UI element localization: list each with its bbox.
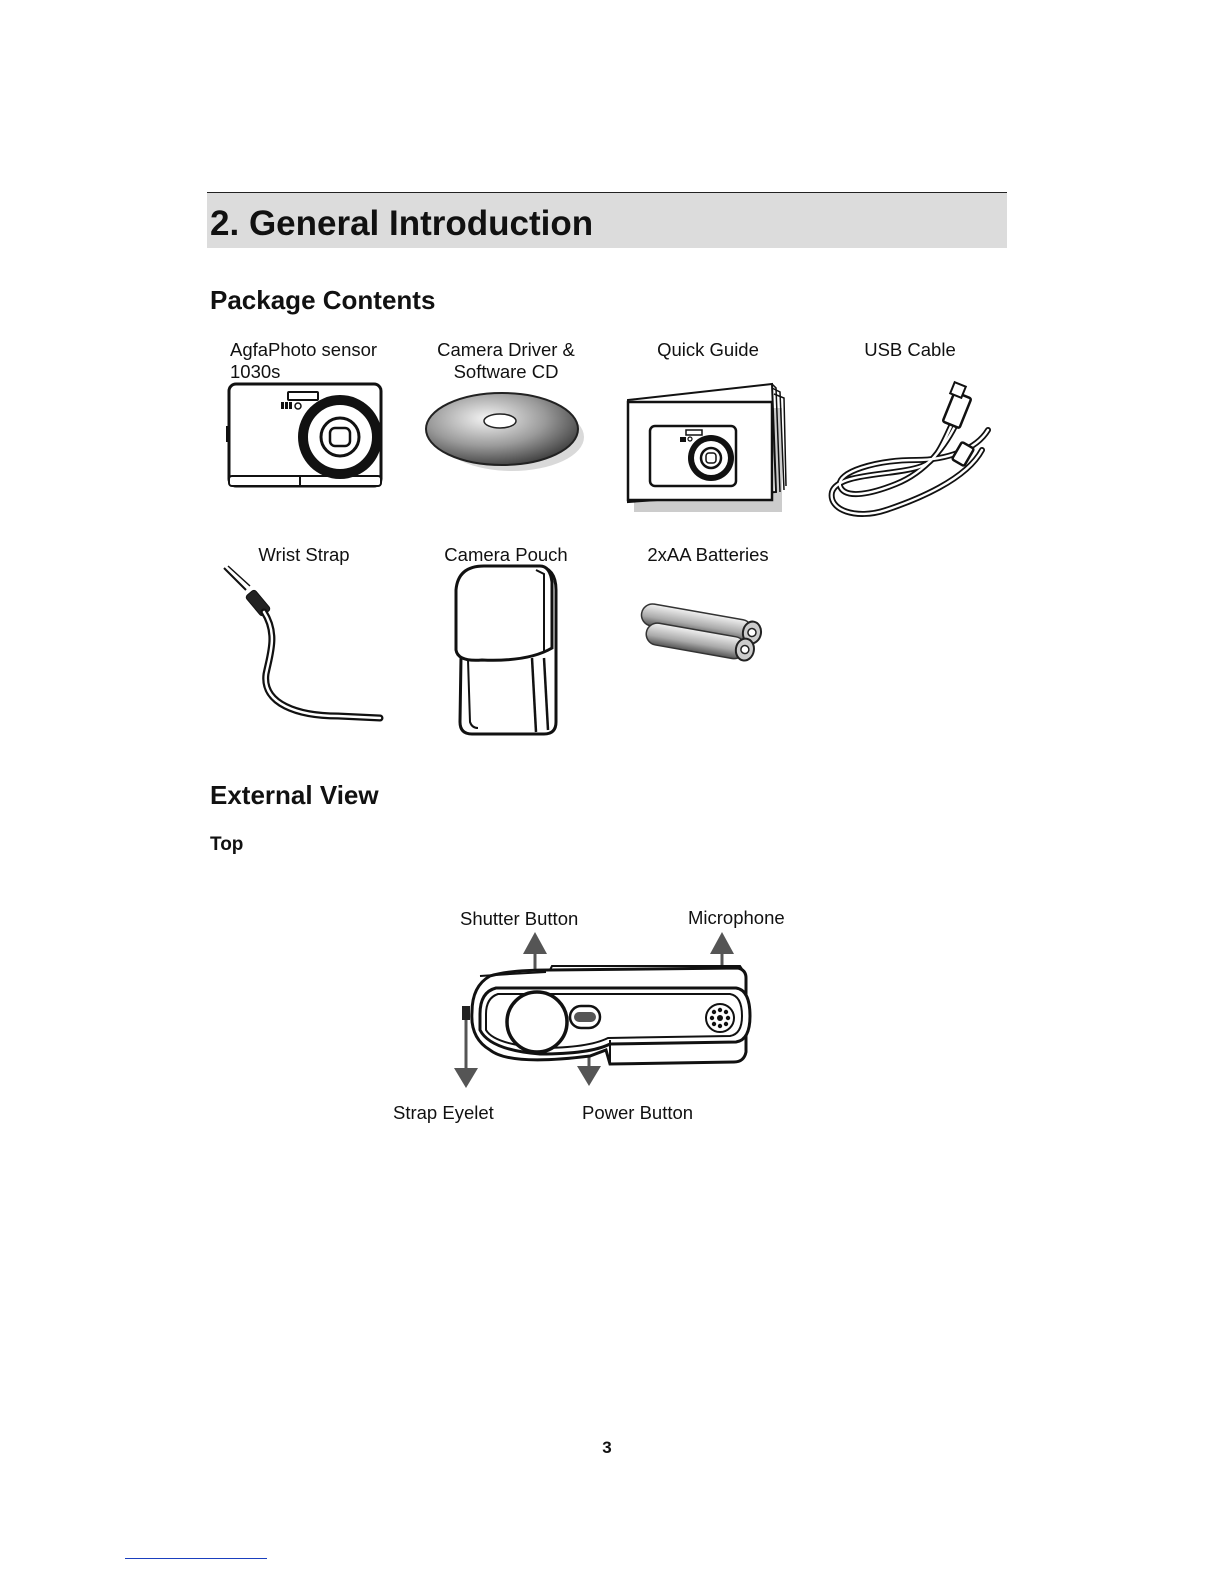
page-number: 3 — [592, 1438, 622, 1458]
cd-disc-icon — [422, 383, 590, 475]
item-label-cd: Camera Driver & Software CD — [406, 339, 606, 383]
callout-power-button: Power Button — [582, 1102, 693, 1124]
item-label-camera: AgfaPhoto sensor 1030s — [230, 339, 377, 383]
aa-batteries-icon — [634, 608, 782, 672]
item-label-cd-line1: Camera Driver & — [406, 339, 606, 361]
callout-microphone: Microphone — [688, 907, 785, 929]
item-label-quick-guide: Quick Guide — [608, 339, 808, 361]
chapter-number: 2. — [210, 204, 239, 243]
callout-strap-eyelet: Strap Eyelet — [393, 1102, 494, 1124]
chapter-title: 2. General Introduction — [210, 204, 593, 244]
camera-front-icon — [226, 380, 386, 492]
camera-pouch-icon — [448, 562, 564, 740]
callout-shutter-button: Shutter Button — [460, 908, 578, 930]
chapter-title-text: General Introduction — [249, 204, 593, 243]
quick-guide-booklet-icon — [624, 380, 792, 520]
item-label-wrist-strap: Wrist Strap — [204, 544, 404, 566]
camera-top-view-diagram — [450, 930, 770, 1090]
item-label-usb-cable: USB Cable — [810, 339, 1010, 361]
item-label-cd-line2: Software CD — [406, 361, 606, 383]
usb-cable-icon — [826, 380, 1004, 528]
item-label-camera-line1: AgfaPhoto sensor — [230, 339, 377, 361]
package-contents-heading: Package Contents — [210, 285, 435, 316]
external-view-heading: External View — [210, 780, 379, 811]
item-label-batteries: 2xAA Batteries — [608, 544, 808, 566]
wrist-strap-icon — [218, 564, 390, 728]
footer-rule — [125, 1558, 267, 1559]
top-view-subheading: Top — [210, 834, 243, 856]
